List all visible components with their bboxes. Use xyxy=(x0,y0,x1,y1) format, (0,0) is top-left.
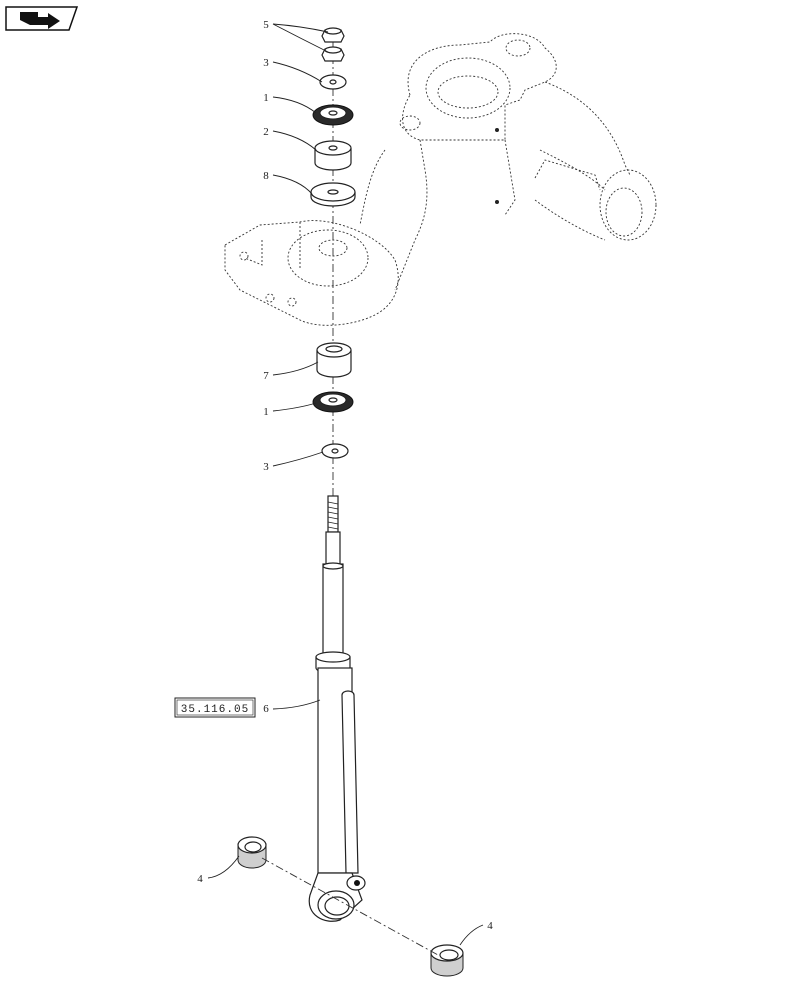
callout-7: 7 xyxy=(263,370,269,382)
callout-5: 5 xyxy=(263,19,269,31)
callout-3-top: 3 xyxy=(263,57,269,69)
steering-knuckle-outline xyxy=(224,33,657,326)
washer-part-3-top[interactable] xyxy=(319,74,347,90)
book-arrow-icon[interactable] xyxy=(5,6,79,31)
callout-8: 8 xyxy=(263,170,269,182)
reference-box[interactable]: 35.116.05 xyxy=(174,697,256,718)
steering-cylinder-part-6[interactable] xyxy=(308,495,366,922)
washer-part-3-bottom[interactable] xyxy=(321,443,349,459)
callout-1-top: 1 xyxy=(263,92,269,104)
callout-3-bottom: 3 xyxy=(263,461,269,473)
bushing-part-7[interactable] xyxy=(316,342,352,378)
callout-4-right: 4 xyxy=(487,920,493,932)
washer-part-8[interactable] xyxy=(310,182,356,207)
pin-axis-line xyxy=(261,857,439,956)
bushing-part-4-right[interactable] xyxy=(430,944,464,977)
seal-part-1-top[interactable] xyxy=(312,104,354,126)
callout-2: 2 xyxy=(263,126,269,138)
leader-lines xyxy=(207,23,484,946)
callout-1-bottom: 1 xyxy=(263,406,269,418)
seal-part-1-bottom[interactable] xyxy=(312,391,354,413)
reference-number: 35.116.05 xyxy=(181,704,249,716)
callout-6: 6 xyxy=(263,703,269,715)
bushing-part-4-left[interactable] xyxy=(237,836,267,869)
bushing-part-2[interactable] xyxy=(314,140,352,171)
callout-4-left: 4 xyxy=(197,873,203,885)
nut-part-5[interactable] xyxy=(321,27,345,62)
